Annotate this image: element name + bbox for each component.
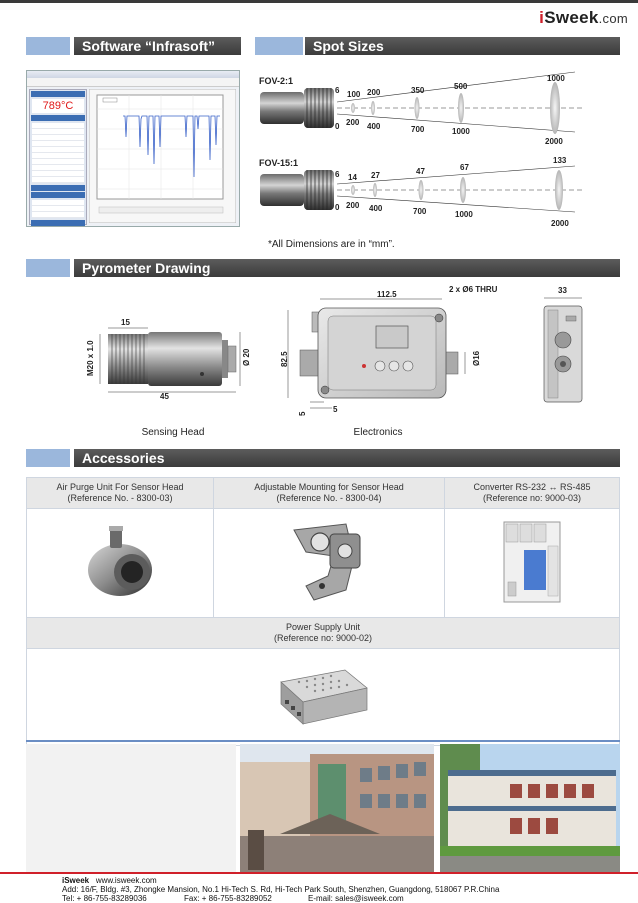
fov1-top-1: 100 (347, 90, 361, 99)
fov2-bottom-3: 700 (413, 207, 427, 216)
fov2-bottom-2: 400 (369, 204, 383, 213)
electronics-drawing (287, 298, 466, 409)
fov1-bottom-2: 400 (367, 122, 381, 131)
fov-2-1-label: FOV-2:1 (259, 76, 293, 86)
adjustable-mounting-image (293, 523, 361, 601)
electronics-label: Electronics (353, 427, 403, 438)
software-screenshot: 789°C (26, 70, 240, 227)
mounting-image-cell (213, 508, 445, 618)
fov1-bottom-4: 1000 (452, 127, 470, 136)
accessory-header-air-purge: Air Purge Unit For Sensor Head(Reference… (26, 477, 214, 509)
elec-dim-1125: 112.5 (377, 290, 397, 299)
top-rule (0, 0, 638, 3)
fov2-bottom-1: 200 (346, 201, 360, 210)
brand-logo: iSweek.com (539, 8, 628, 27)
converter-image-cell (444, 508, 620, 618)
air-purge-unit-image (88, 526, 152, 596)
head-dim-15: 15 (121, 318, 130, 327)
fov1-bottom-5: 2000 (545, 137, 563, 146)
electronics-side-view (543, 297, 583, 403)
fov1-top-2: 200 (367, 88, 381, 97)
fov2-bottom-5: 2000 (551, 219, 569, 228)
accessories-section-header: Accessories (26, 449, 620, 467)
elec-dim-5-vertical: 5 (298, 411, 307, 416)
fov-15-1-diagram (260, 165, 585, 213)
footer-website-link[interactable]: www.isweek.com (95, 876, 157, 885)
accessory-header-converter: Converter RS-232 ↔ RS-485(Reference no: … (444, 477, 620, 509)
fov-15-1-label: FOV-15:1 (259, 158, 298, 168)
elec-dim-825: 82.5 (280, 351, 289, 367)
footer-divider (26, 740, 620, 742)
section-title-software: Software “Infrasoft” (74, 37, 241, 55)
head-dim-thread: M20 x 1.0 (86, 340, 95, 376)
power-supply-image-cell (26, 648, 620, 746)
fov2-top-4: 67 (460, 163, 469, 172)
fov2-top-0: 6 (335, 170, 340, 179)
fov1-top-4: 500 (454, 82, 468, 91)
converter-image (503, 521, 561, 603)
footer-email-link[interactable]: E-mail: sales@isweek.com (308, 894, 404, 903)
fov2-top-1: 14 (348, 173, 357, 182)
section-title-accessories: Accessories (74, 449, 620, 467)
footer-address: Add: 16/F, Bldg. #3, Zhongke Mansion, No… (62, 885, 500, 894)
fov1-top-0: 6 (335, 86, 340, 95)
head-dim-20: Ø 20 (242, 348, 251, 366)
fov2-top-3: 47 (416, 167, 425, 176)
spot-size-diagram: FOV-2:1 6 100 200 350 500 1000 0 200 400… (259, 71, 585, 228)
drawing-section-header: Pyrometer Drawing (26, 259, 620, 277)
footer-brand: iSweek (62, 876, 90, 885)
footer-fax: Fax: + 86-755-83289052 (184, 894, 272, 903)
accessories-table: Air Purge Unit For Sensor Head(Reference… (26, 477, 620, 746)
elec-dim-holes: 2 x Ø6 THRU (449, 285, 498, 294)
fov1-bottom-1: 200 (346, 118, 360, 127)
fov-2-1-diagram (260, 71, 585, 134)
office-building-photo-1 (240, 744, 434, 872)
accessory-header-power-supply: Power Supply Unit(Reference no: 9000-02) (26, 617, 620, 649)
power-supply-image (280, 669, 368, 725)
fov2-bottom-0: 0 (335, 203, 340, 212)
sensing-head-drawing (99, 327, 241, 393)
fov2-top-5: 133 (553, 156, 567, 165)
dimension-note: *All Dimensions are in “mm”. (268, 239, 395, 250)
elec-dim-16: Ø16 (472, 350, 481, 366)
section-title-drawing: Pyrometer Drawing (74, 259, 620, 277)
footer-tel: Tel: + 86-755-83289036 (62, 894, 147, 903)
fov1-bottom-3: 700 (411, 125, 425, 134)
software-section-header: Software “Infrasoft” (26, 37, 241, 55)
fov2-bottom-4: 1000 (455, 210, 473, 219)
head-dim-45: 45 (160, 392, 169, 401)
fov2-top-2: 27 (371, 171, 380, 180)
fov1-bottom-0: 0 (335, 122, 340, 131)
footer-blank-panel (26, 744, 236, 872)
section-title-spot: Spot Sizes (305, 37, 620, 55)
fov1-top-3: 350 (411, 86, 425, 95)
accessory-header-mounting: Adjustable Mounting for Sensor Head(Refe… (213, 477, 445, 509)
elec-dim-33: 33 (558, 286, 567, 295)
sensing-head-label: Sensing Head (141, 427, 205, 438)
footer-brand-line: iSweek www.isweek.com (62, 876, 157, 885)
fov1-top-5: 1000 (547, 74, 565, 83)
temperature-graph (89, 89, 236, 223)
air-purge-image-cell (26, 508, 214, 618)
elec-dim-5-horizontal: 5 (333, 405, 338, 414)
spot-section-header: Spot Sizes (255, 37, 620, 55)
office-building-photo-2 (440, 744, 620, 872)
footer-red-bar (0, 872, 638, 874)
temperature-readout: 789°C (32, 99, 84, 113)
